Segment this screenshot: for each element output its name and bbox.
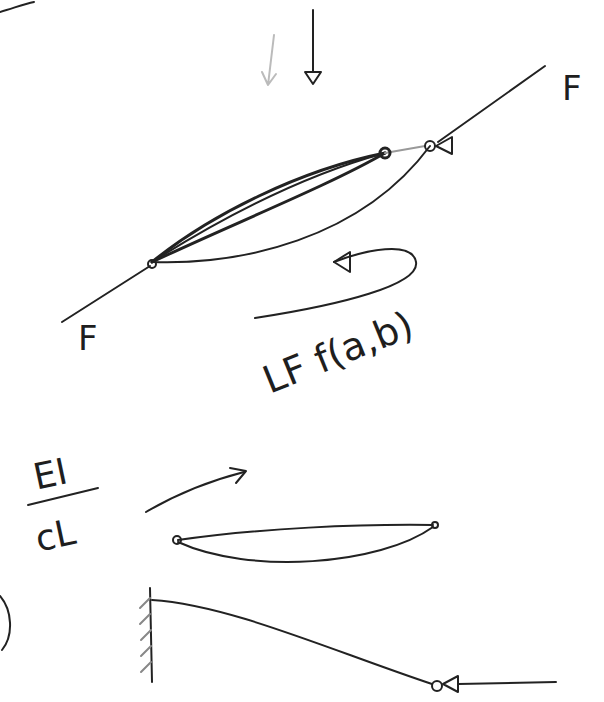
arrow-head <box>305 72 321 84</box>
force-label: F <box>562 71 582 105</box>
wall-hatch <box>140 598 151 672</box>
roller <box>432 681 442 691</box>
force-line <box>458 682 556 684</box>
formula-text: EI <box>30 453 70 495</box>
pin-joint <box>380 148 390 158</box>
arrow-head <box>334 252 350 272</box>
arrow-head <box>230 468 246 483</box>
pin-joint <box>432 522 438 528</box>
pin-joint <box>173 536 181 544</box>
pin-joint <box>425 141 435 151</box>
force-label: F <box>78 321 98 355</box>
faint-arrow <box>262 35 276 85</box>
force-line <box>62 266 150 322</box>
stray-mark <box>0 596 10 650</box>
formula-text: LF f(a,b) <box>258 305 418 399</box>
load-arrow <box>312 10 314 72</box>
support-arrow <box>443 676 458 692</box>
cantilever-beam <box>152 600 432 684</box>
beam-curve <box>152 153 385 262</box>
deflected-beam <box>152 146 430 262</box>
support-arrow <box>436 137 452 154</box>
formula-text: cL <box>32 514 78 558</box>
stray-mark <box>0 2 34 12</box>
deflected-beam <box>178 527 433 562</box>
beam-curve <box>152 153 385 262</box>
rotation-arrow <box>255 249 416 318</box>
beam-curve <box>178 525 433 540</box>
beam-curve <box>152 153 385 262</box>
wall <box>150 588 152 682</box>
pin-joint <box>148 260 156 268</box>
pointer-arrow <box>146 472 244 512</box>
force-line <box>438 66 545 142</box>
